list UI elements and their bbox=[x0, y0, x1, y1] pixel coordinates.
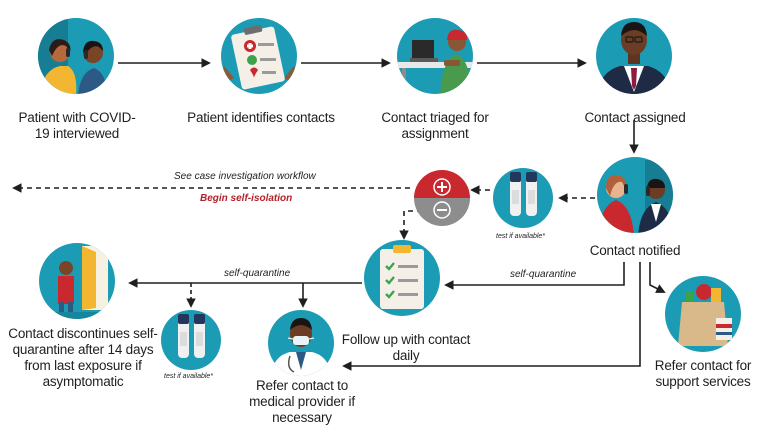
arrow-notified-to-support bbox=[649, 262, 666, 293]
arrow-notified-to-followup bbox=[444, 262, 625, 290]
doctor-icon bbox=[268, 310, 334, 376]
label-follow-up: Follow up with contact daily bbox=[341, 332, 471, 363]
clipboard-checklist-icon bbox=[221, 18, 297, 94]
label-refer-medical: Refer contact to medical provider if nec… bbox=[249, 378, 355, 425]
note-self-quarantine-right: self-quarantine bbox=[510, 269, 577, 280]
label-patient-identifies: Patient identifies contacts bbox=[187, 110, 335, 125]
note-self-quarantine-left: self-quarantine bbox=[224, 268, 291, 279]
label-refer-support: Refer contact for support services bbox=[654, 358, 752, 389]
note-begin-isolation: Begin self-isolation bbox=[200, 193, 293, 204]
label-patient-interviewed: Patient with COVID-19 interviewed bbox=[18, 110, 136, 141]
phone-call-icon bbox=[38, 18, 114, 94]
doorway-icon bbox=[39, 243, 115, 319]
arrow-notified-to-medical bbox=[342, 262, 641, 371]
label-contact-discontinues: Contact discontinues self-quarantine aft… bbox=[8, 326, 158, 389]
label-contact-triaged: Contact triaged for assignment bbox=[381, 110, 489, 141]
note-case-workflow: See case investigation workflow bbox=[174, 171, 316, 182]
note-test-if-available-top: test if available* bbox=[496, 233, 546, 240]
phone-call-icon bbox=[597, 157, 673, 233]
test-tube-icon bbox=[493, 168, 553, 228]
label-contact-assigned: Contact assigned bbox=[584, 110, 686, 125]
clipboard-checklist-icon bbox=[364, 240, 440, 316]
arrow-negative-to-followup bbox=[399, 210, 422, 240]
note-test-if-available-bottom: test if available* bbox=[164, 373, 214, 380]
label-contact-notified: Contact notified bbox=[589, 243, 681, 258]
office-desk-icon bbox=[397, 18, 473, 94]
person-suit-icon bbox=[596, 18, 672, 94]
connectors bbox=[12, 58, 666, 371]
test-tube-icon bbox=[161, 310, 221, 370]
grocery-bag-icon bbox=[665, 276, 741, 352]
plus-minus-result-icon bbox=[414, 170, 470, 226]
